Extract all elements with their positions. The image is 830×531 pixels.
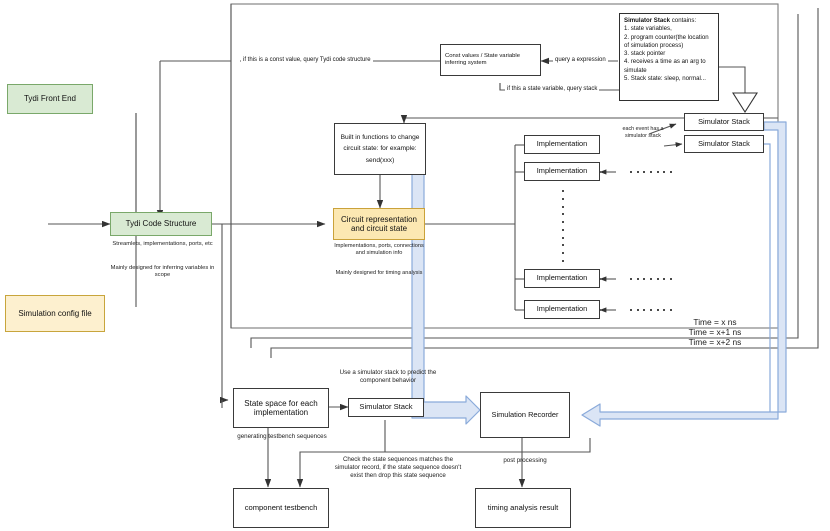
edge-label-text: query a expression — [555, 57, 606, 63]
circuit-note-1: Implementations, ports, connections and … — [331, 243, 427, 257]
edge-label-post-processing: post processing — [480, 457, 570, 465]
node-label: Built in functions to change circuit sta… — [340, 133, 420, 164]
stack-desc-item: 5. Stack state: sleep, normal... — [624, 74, 706, 82]
tydi-code-structure-note-1: Streamlets, implementations, ports, etc — [105, 241, 220, 248]
node-const-state-inferring-system[interactable]: Const values / State variable inferring … — [440, 44, 541, 76]
node-label: component testbench — [244, 502, 318, 512]
simulator-stack-description: Simulator Stack contains: 1. state varia… — [619, 13, 719, 101]
node-tydi-front-end[interactable]: Tydi Front End — [7, 84, 93, 114]
node-label: Simulator Stack — [698, 116, 750, 126]
edge-label-text: generating testbench sequences — [237, 433, 327, 440]
node-label: Tydi Code Structure — [125, 219, 197, 229]
edge-label-text: post processing — [503, 457, 547, 464]
stack-desc-item: 3. stack pointer — [624, 50, 666, 58]
edge-label-text: if this a state variable, query stack — [507, 86, 598, 92]
node-label: Simulator Stack — [359, 402, 413, 412]
node-label: Const values / State variable inferring … — [445, 53, 520, 66]
node-tydi-code-structure[interactable]: Tydi Code Structure — [110, 212, 212, 236]
node-simulator-stack-1[interactable]: Simulator Stack — [684, 113, 764, 131]
node-label: timing analysis result — [487, 502, 559, 512]
stack-desc-heading-suffix: contains: — [670, 17, 697, 24]
vertical-ellipsis-icon — [561, 190, 564, 262]
blue-arrow-right — [581, 121, 787, 427]
node-label: Tydi Front End — [23, 94, 77, 104]
edge-label-query-expression: query a expression — [553, 57, 608, 65]
horizontal-ellipsis-icon-1 — [630, 170, 672, 174]
edge-label-check-state-sequences: Check the state sequences matches the si… — [333, 456, 463, 479]
caption-text: Time = x ns — [693, 317, 737, 327]
node-label: Implementation — [536, 139, 588, 149]
edge-label-text: each event has a simulator stack — [622, 126, 664, 139]
node-implementation-3[interactable]: Implementation — [524, 269, 600, 288]
edge-label-state-variable-query: if this a state variable, query stack — [505, 86, 600, 94]
node-simulator-stack-2[interactable]: Simulator Stack — [684, 135, 764, 153]
edge-label-const-query: if this is a const value, query Tydi cod… — [241, 57, 373, 65]
node-simulation-recorder[interactable]: Simulation Recorder — [480, 392, 570, 438]
node-label: Implementation — [536, 304, 588, 314]
node-simulator-stack-bottom[interactable]: Simulator Stack — [348, 398, 424, 417]
caption-text: Time = x+1 ns — [688, 327, 742, 337]
edge-label-text: Check the state sequences matches the si… — [334, 456, 462, 479]
horizontal-ellipsis-icon-3 — [630, 308, 672, 312]
node-label: Implementation — [536, 166, 588, 176]
stack-desc-item: 1. state variables, — [624, 25, 672, 33]
caption-text: Streamlets, implementations, ports, etc — [112, 241, 213, 247]
time-frame-label-1: Time = x ns — [660, 317, 770, 328]
edge-label-use-simulator-stack: Use a simulator stack to predict the com… — [338, 369, 438, 385]
node-label: State space for each implementation — [244, 398, 318, 417]
node-implementation-1[interactable]: Implementation — [524, 135, 600, 154]
node-implementation-2[interactable]: Implementation — [524, 162, 600, 181]
big-down-arrow — [732, 92, 758, 114]
node-label: Implementation — [536, 273, 588, 283]
node-built-in-functions[interactable]: Built in functions to change circuit sta… — [334, 123, 426, 175]
stack-desc-heading: Simulator Stack contains: — [624, 17, 714, 25]
caption-text: Mainly designed for timing analysis — [335, 270, 423, 276]
edge-label-text: if this is a const value, query Tydi cod… — [243, 57, 371, 63]
node-timing-analysis-result[interactable]: timing analysis result — [475, 488, 571, 528]
stack-desc-heading-bold: Simulator Stack — [624, 17, 671, 24]
node-label: Circuit representation and circuit state — [340, 214, 418, 233]
caption-text: Implementations, ports, connections and … — [334, 243, 424, 256]
node-label: Simulation config file — [18, 308, 92, 318]
node-circuit-representation[interactable]: Circuit representation and circuit state — [333, 208, 425, 240]
node-component-testbench[interactable]: component testbench — [233, 488, 329, 528]
time-frame-rect-2 — [250, 14, 799, 348]
circuit-note-2: Mainly designed for timing analysis — [331, 270, 427, 277]
tydi-code-structure-note-2: Mainly designed for inferring variables … — [105, 265, 220, 279]
edge-label-generating-testbench: generating testbench sequences — [212, 433, 352, 441]
edge-label-text: Use a simulator stack to predict the com… — [339, 369, 437, 384]
stack-desc-item: 4. receives a time as an arg to simulate — [624, 58, 706, 74]
stack-desc-item: 2. program counter(the location of simul… — [624, 33, 709, 49]
caption-text: Mainly designed for inferring variables … — [110, 265, 215, 279]
time-frame-rect-3 — [270, 8, 819, 358]
node-state-space[interactable]: State space for each implementation — [233, 388, 329, 428]
node-implementation-4[interactable]: Implementation — [524, 300, 600, 319]
node-label: Simulation Recorder — [491, 409, 559, 419]
time-frame-label-2: Time = x+1 ns — [660, 327, 770, 338]
time-frame-label-3: Time = x+2 ns — [660, 337, 770, 348]
node-simulation-config-file[interactable]: Simulation config file — [5, 295, 105, 332]
caption-text: Time = x+2 ns — [688, 337, 742, 347]
horizontal-ellipsis-icon-2 — [630, 277, 672, 281]
node-label: Simulator Stack — [698, 138, 750, 148]
edge-label-each-event: each event has a simulator stack — [612, 126, 674, 140]
